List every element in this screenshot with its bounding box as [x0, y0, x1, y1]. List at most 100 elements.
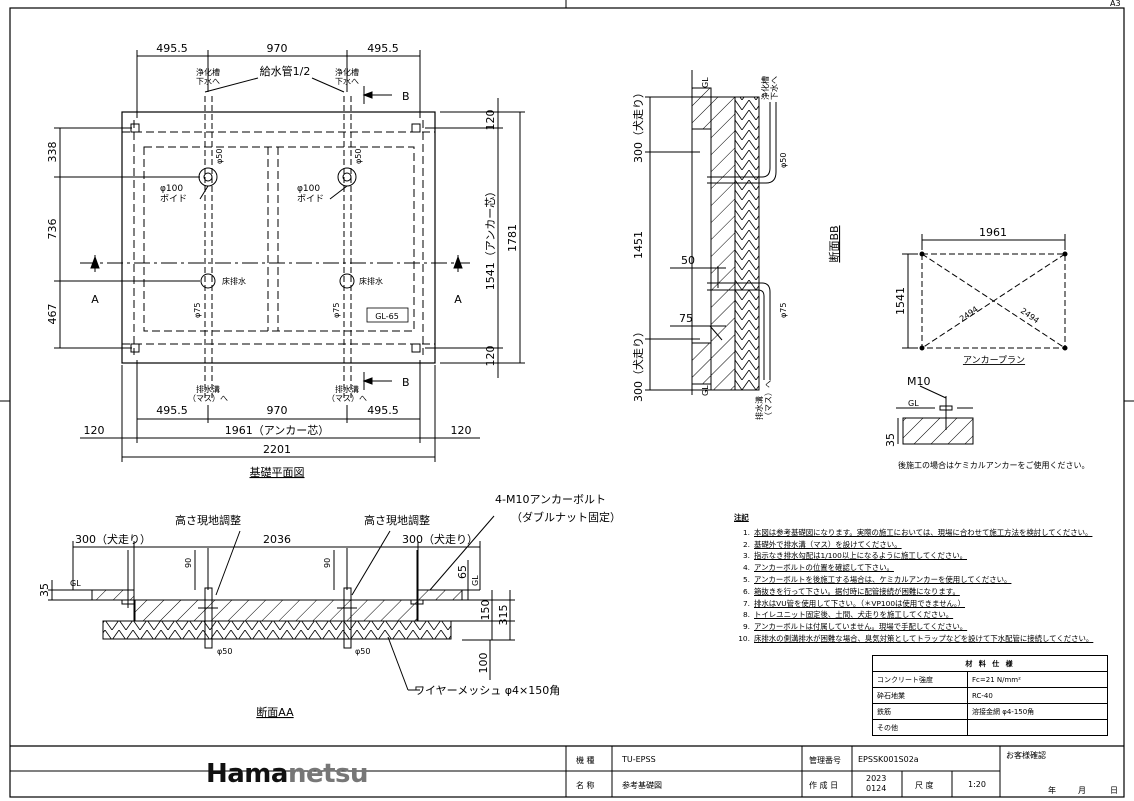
- tb-year: 年: [1048, 786, 1056, 795]
- note-text: 箱抜きを行って下さい。据付時に配管接続が困難になります。: [754, 586, 960, 596]
- tb-date-md: 0124: [866, 784, 887, 793]
- tb-model-label: 機 種: [576, 756, 595, 765]
- note-text: アンカーボルトは付属していません。現場で手配してください。: [754, 622, 968, 632]
- aa-gl-right: GL: [471, 575, 480, 586]
- note-number: 8.: [742, 610, 750, 620]
- note-number: 7.: [742, 598, 750, 608]
- aa-double-nut: （ダブルナット固定）: [511, 510, 621, 524]
- note-number: 1.: [742, 527, 750, 537]
- aa-dim-90-1: 90: [184, 558, 193, 568]
- materials-row: 鉄筋溶接金網 φ4-150角: [872, 703, 1108, 720]
- tb-scale: 1:20: [968, 780, 986, 789]
- chem-note: 後施工の場合はケミカルアンカーをご使用ください。: [898, 460, 1089, 470]
- aa-phi50-2: φ50: [355, 647, 370, 656]
- aa-phi50-1: φ50: [217, 647, 232, 656]
- chem-gl: GL: [908, 399, 919, 408]
- bb-gl-top: GL: [701, 77, 710, 88]
- note-item: 7.排水はVU管を使用して下さい。（＊VP100は使用できません。）: [734, 598, 1114, 610]
- plan-floor-drain-1: 床排水: [222, 276, 246, 286]
- ap-dim-w: 1961: [979, 226, 1007, 239]
- materials-value: [967, 719, 1108, 736]
- materials-value: RC-40: [967, 687, 1108, 704]
- bb-phi50: φ50: [779, 153, 788, 168]
- ap-dim-h: 1541: [894, 287, 907, 315]
- chem-anchor-texts: M10 GL 35 後施工の場合はケミカルアンカーをご使用ください。: [884, 375, 1089, 470]
- plan-dim-right-total: 1781: [506, 224, 519, 252]
- ap-title: アンカープラン: [963, 355, 1025, 366]
- notes-list: 1.本図は参考基礎図になります。実際の施工においては、現場に合わせて施工方法を検…: [734, 527, 1114, 645]
- tb-mgmt-label: 管理番号: [809, 756, 841, 765]
- bb-dim-300a: 300（犬走り）: [631, 87, 645, 163]
- plan-label-supply: 給水管1/2: [260, 64, 311, 78]
- anchor-plan-texts: 1961 1541 2494 2494 アンカープラン: [894, 226, 1041, 366]
- plan-view: [54, 50, 525, 462]
- plan-dim-top-2: 970: [267, 42, 288, 55]
- note-item: 3. 指示なき排水勾配は1/100以上になるように施工してください。: [734, 550, 1114, 562]
- tb-day: 日: [1110, 786, 1118, 795]
- aa-dim-65: 65: [456, 565, 469, 579]
- section-bb-texts: 300（犬走り） 1451 50 75 300（犬走り） GL GL 浄化槽下水…: [631, 76, 841, 420]
- logo-part-b: netsu: [287, 759, 369, 789]
- plan-dim-anchor: 1961（アンカー芯）: [225, 423, 330, 437]
- aa-dim-150: 150: [479, 600, 492, 621]
- bb-gl-bottom: GL: [701, 385, 710, 396]
- note-number: 9.: [742, 622, 750, 632]
- section-bb: [645, 70, 777, 395]
- tb-mgmt: EPSSK001S02a: [858, 755, 919, 764]
- aa-dim-35: 35: [38, 583, 51, 597]
- section-aa: [48, 515, 515, 691]
- note-item: 2.基礎外で排水溝（マス）を設けてください。: [734, 539, 1114, 551]
- tb-date-label: 作 成 日: [809, 781, 839, 790]
- plan-drain-1: 排水溝（マス）へ: [188, 384, 228, 403]
- plan-dim-bottom-3: 495.5: [367, 404, 399, 417]
- materials-key: 砕石地業: [872, 687, 968, 704]
- note-number: 5.: [742, 574, 750, 584]
- bb-title: 断面BB: [827, 225, 841, 262]
- note-item: 1.本図は参考基礎図になります。実際の施工においては、現場に合わせて施工方法を検…: [734, 527, 1114, 539]
- plan-dim-top-1: 495.5: [156, 42, 188, 55]
- sheet-size: A3: [1110, 0, 1121, 8]
- bb-dim-1451: 1451: [632, 231, 645, 259]
- note-text: アンカーボルトの位置を確認して下さい。: [754, 563, 894, 573]
- plan-dim-right-small-1: 120: [484, 110, 497, 131]
- title-block-lines: [10, 745, 1124, 797]
- materials-key: コンクリート強度: [872, 671, 968, 688]
- tb-confirm: お客様確認: [1006, 751, 1046, 760]
- plan-phi50-1: φ50: [215, 149, 224, 164]
- note-item: 6.箱抜きを行って下さい。据付時に配管接続が困難になります。: [734, 586, 1114, 598]
- plan-sect-a-left: A: [91, 293, 99, 306]
- plan-texts: 495.5 970 495.5 給水管1/2 浄化槽下水へ 浄化槽下水へ B B…: [46, 42, 519, 479]
- plan-phi50-2: φ50: [354, 149, 363, 164]
- tb-model: TU-EPSS: [622, 755, 656, 764]
- aa-dim-2036: 2036: [263, 533, 291, 546]
- note-text: トイレユニット固定後、土間、犬走りを施工してください。: [754, 610, 954, 620]
- plan-sect-b-top: B: [402, 90, 410, 103]
- tb-name: 参考基礎図: [622, 781, 662, 790]
- aa-height-adj-1: 高さ現地調整: [175, 513, 241, 527]
- aa-title: 断面AA: [256, 705, 294, 719]
- plan-dim-side-right: 120: [451, 424, 472, 437]
- plan-sect-b-bottom: B: [402, 376, 410, 389]
- bb-dim-300b: 300（犬走り）: [631, 326, 645, 402]
- note-number: 3.: [742, 551, 750, 561]
- note-item: 4.アンカーボルトの位置を確認して下さい。: [734, 562, 1114, 574]
- aa-dim-300-right: 300（犬走り）: [402, 532, 478, 546]
- plan-phi75-1: φ75: [193, 303, 202, 318]
- plan-label-septic-1: 浄化槽下水へ: [196, 67, 220, 86]
- plan-label-septic-2: 浄化槽下水へ: [335, 67, 359, 86]
- materials-value: 溶接金網 φ4-150角: [967, 703, 1108, 720]
- plan-dim-side-left: 120: [84, 424, 105, 437]
- note-text: 指示なき排水勾配は1/100以上になるように施工してください。: [754, 551, 968, 561]
- materials-key: その他: [872, 719, 968, 736]
- plan-sect-a-right: A: [454, 293, 462, 306]
- plan-phi75-2: φ75: [332, 303, 341, 318]
- aa-dim-100: 100: [477, 653, 490, 674]
- logo-part-a: Hama: [206, 759, 288, 789]
- tb-name-label: 名 称: [576, 781, 595, 790]
- aa-height-adj-2: 高さ現地調整: [364, 513, 430, 527]
- aa-wire-mesh: ワイヤーメッシュ φ4×150角: [414, 684, 560, 697]
